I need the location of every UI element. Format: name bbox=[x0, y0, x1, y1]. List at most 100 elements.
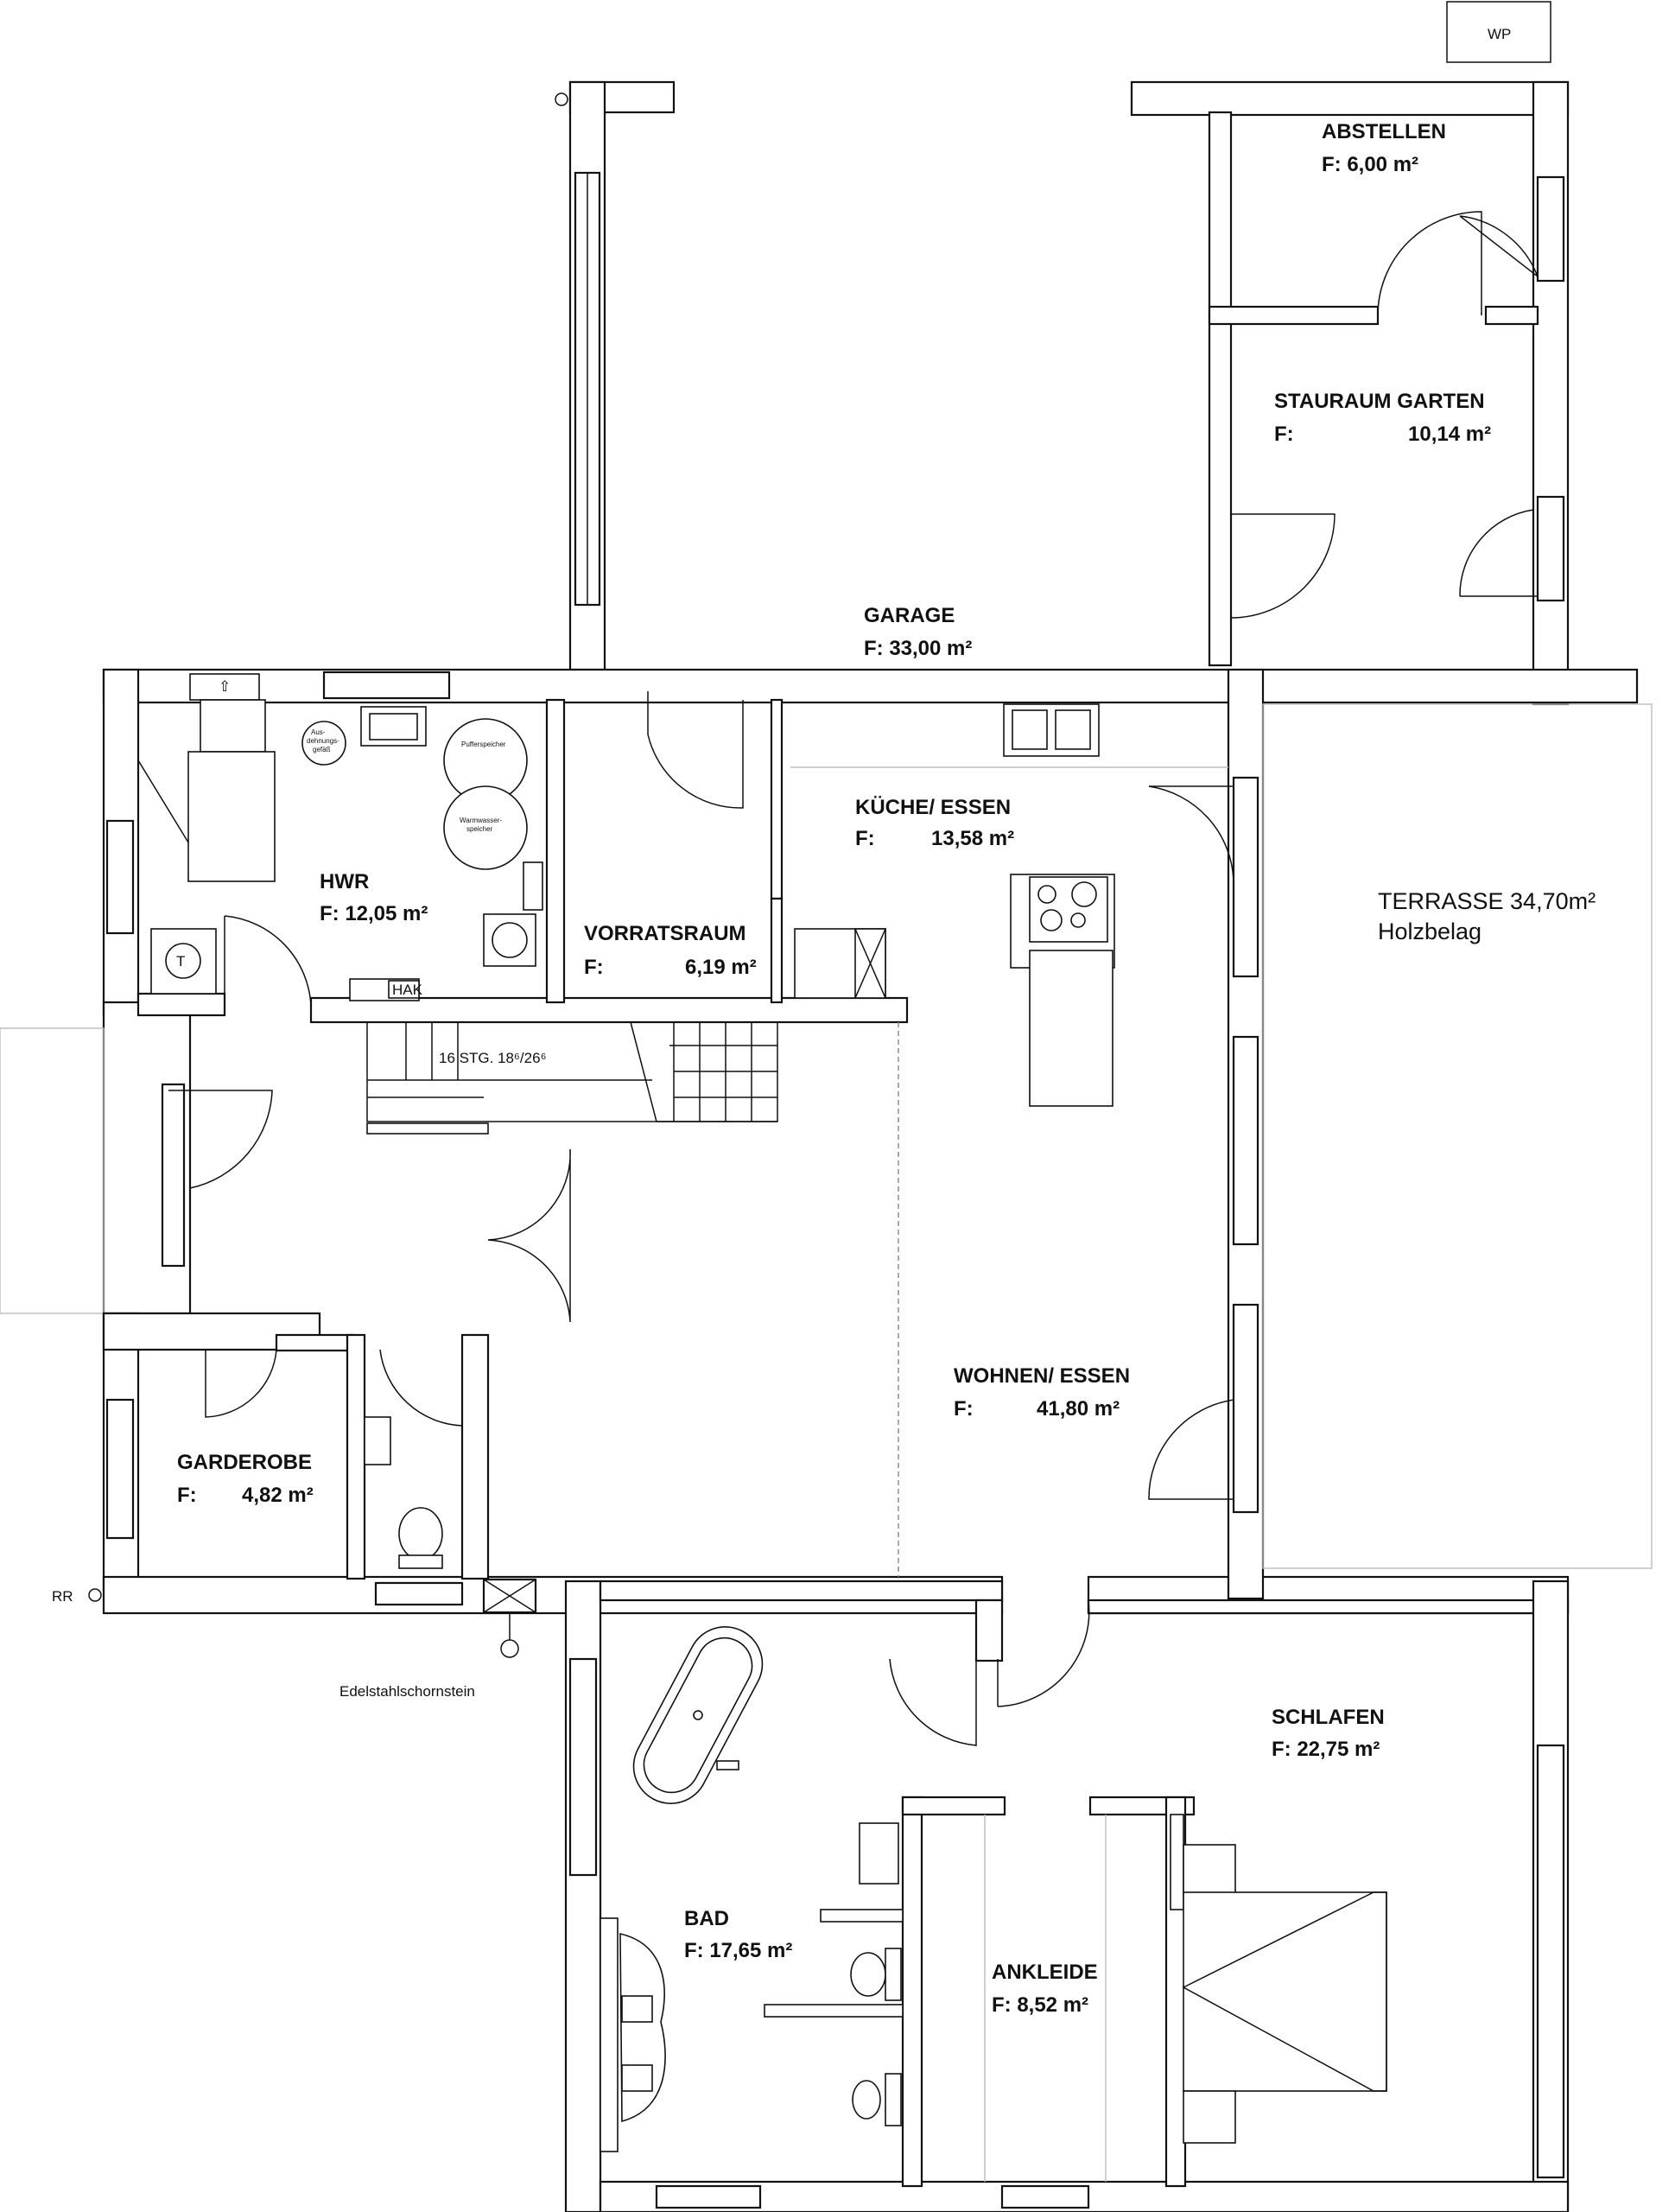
svg-text:gefäß: gefäß bbox=[313, 746, 331, 753]
window-living-east bbox=[1232, 1035, 1259, 1246]
svg-text:F: 33,00 m²: F: 33,00 m² bbox=[864, 637, 972, 660]
svg-text:Pufferspeicher: Pufferspeicher bbox=[461, 741, 506, 748]
door-bath[interactable] bbox=[889, 1658, 977, 1746]
door-stauraum-outer[interactable] bbox=[1459, 509, 1538, 597]
window-bath-west bbox=[568, 1657, 598, 1877]
heat-pump-box bbox=[1446, 1, 1551, 63]
svg-text:F:: F: bbox=[1274, 423, 1294, 446]
bath-shelf bbox=[820, 1909, 904, 1923]
wall-schlafen-north bbox=[1087, 1599, 1570, 1615]
svg-text:BAD: BAD bbox=[684, 1907, 729, 1930]
window-schlafen bbox=[1536, 1744, 1565, 2179]
front-door[interactable] bbox=[168, 1090, 273, 1189]
svg-text:Aus-: Aus- bbox=[311, 728, 326, 736]
nightstand-bottom bbox=[1183, 2090, 1236, 2144]
wall-vorrat-kitchen-lower bbox=[770, 897, 784, 1004]
svg-text:⇧: ⇧ bbox=[219, 678, 231, 695]
wall-storage-right bbox=[1532, 80, 1570, 706]
svg-text:speicher: speicher bbox=[466, 825, 493, 833]
svg-text:HWR: HWR bbox=[320, 870, 369, 893]
svg-text:TERRASSE 34,70m²: TERRASSE 34,70m² bbox=[1378, 888, 1596, 914]
hot-water-tank bbox=[443, 785, 528, 870]
terrace-label: TERRASSE 34,70m² Holzbelag bbox=[1378, 888, 1596, 944]
room-stauraum-garten: STAURAUM GARTEN F: 10,14 m² bbox=[1274, 390, 1491, 446]
svg-text:SCHLAFEN: SCHLAFEN bbox=[1272, 1706, 1385, 1729]
chimney-label: Edelstahlschornstein bbox=[339, 1683, 475, 1700]
svg-text:ANKLEIDE: ANKLEIDE bbox=[992, 1961, 1098, 1984]
window-garderobe bbox=[105, 1398, 135, 1540]
wall-wc-north bbox=[275, 1333, 356, 1352]
wall-storage-left bbox=[1208, 111, 1233, 667]
svg-text:F:: F: bbox=[584, 956, 604, 979]
svg-text:Warmwasser-: Warmwasser- bbox=[460, 817, 502, 824]
svg-text:KÜCHE/ ESSEN: KÜCHE/ ESSEN bbox=[855, 796, 1011, 819]
svg-text:F:: F: bbox=[855, 827, 875, 850]
door-abstellen-outer[interactable] bbox=[1459, 215, 1539, 277]
svg-text:GARAGE: GARAGE bbox=[864, 604, 955, 627]
door-garderobe[interactable] bbox=[205, 1349, 277, 1418]
wall-storage-divider-right bbox=[1484, 305, 1539, 326]
ventilation-duct bbox=[200, 699, 266, 753]
toilet bbox=[398, 1507, 443, 1560]
room-garage: GARAGE F: 33,00 m² bbox=[864, 604, 972, 660]
window-hwr-north bbox=[322, 671, 451, 700]
door-vorratsraum[interactable] bbox=[647, 691, 744, 809]
svg-text:13,58 m²: 13,58 m² bbox=[931, 827, 1014, 850]
door-stauraum[interactable] bbox=[1230, 513, 1336, 619]
door-wc[interactable] bbox=[379, 1349, 463, 1427]
wall-wc-east bbox=[460, 1333, 490, 1580]
bidet bbox=[852, 2080, 881, 2120]
double-vanity bbox=[619, 1932, 666, 2123]
chimney-pipe bbox=[500, 1639, 519, 1658]
door-kitchen-terrace[interactable] bbox=[1148, 785, 1234, 882]
window-kitchen-east bbox=[1232, 776, 1259, 978]
hak-label: HAK bbox=[392, 982, 423, 998]
wall-storage-top bbox=[1130, 80, 1570, 117]
wall-hwr-south-west bbox=[136, 992, 226, 1017]
wall-vorrat-kitchen bbox=[770, 698, 784, 900]
svg-text:F: 17,65 m²: F: 17,65 m² bbox=[684, 1939, 792, 1962]
svg-text:VORRATSRAUM: VORRATSRAUM bbox=[584, 922, 746, 945]
room-ankleide: ANKLEIDE F: 8,52 m² bbox=[992, 1961, 1098, 2017]
stairs-label: 16 STG. 18⁶/26⁶ bbox=[439, 1050, 547, 1066]
svg-text:T: T bbox=[176, 953, 185, 969]
door-abstellen[interactable] bbox=[1377, 211, 1482, 316]
svg-text:41,80 m²: 41,80 m² bbox=[1037, 1397, 1120, 1421]
window-hwr-west bbox=[105, 819, 135, 935]
window-bath-south bbox=[655, 2184, 762, 2209]
wall-bath-north bbox=[599, 1580, 1004, 1602]
door-hwr[interactable] bbox=[224, 915, 312, 1007]
svg-text:F:: F: bbox=[954, 1397, 974, 1421]
window-ankleide-south bbox=[1000, 2184, 1090, 2209]
svg-text:ABSTELLEN: ABSTELLEN bbox=[1322, 120, 1446, 143]
room-wohnen-essen: WOHNEN/ ESSEN F: 41,80 m² bbox=[954, 1364, 1130, 1421]
bath-toilet bbox=[850, 1952, 886, 1997]
door-living-terrace[interactable] bbox=[1148, 1399, 1234, 1500]
room-schlafen: SCHLAFEN F: 22,75 m² bbox=[1272, 1706, 1385, 1761]
wall-storage-divider-left bbox=[1208, 305, 1380, 326]
window-garderobe-south bbox=[374, 1581, 464, 1606]
svg-text:4,82 m²: 4,82 m² bbox=[242, 1484, 314, 1507]
nightstand-top bbox=[1183, 1844, 1236, 1897]
expansion-vessel bbox=[301, 721, 346, 766]
door-schlafen[interactable] bbox=[997, 1599, 1090, 1707]
window-living-east-2 bbox=[1232, 1303, 1259, 1514]
wall-ankleide-west bbox=[901, 1796, 923, 2188]
svg-text:GARDEROBE: GARDEROBE bbox=[177, 1451, 312, 1474]
double-door-living[interactable] bbox=[487, 1148, 571, 1323]
wall-ankleide-north-left bbox=[901, 1796, 1006, 1816]
rainwater-downpipe-label: RR bbox=[52, 1588, 73, 1605]
svg-text:10,14 m²: 10,14 m² bbox=[1408, 423, 1491, 446]
stair-treads bbox=[366, 1021, 777, 1135]
room-kueche-essen: KÜCHE/ ESSEN F: 13,58 m² bbox=[855, 796, 1014, 850]
window-abstellen bbox=[1536, 175, 1565, 283]
svg-text:WOHNEN/ ESSEN: WOHNEN/ ESSEN bbox=[954, 1364, 1130, 1388]
svg-text:6,19 m²: 6,19 m² bbox=[685, 956, 757, 979]
entry-canopy bbox=[0, 1027, 105, 1314]
downpipe-rr bbox=[88, 1588, 102, 1602]
svg-text:F: 12,05 m²: F: 12,05 m² bbox=[320, 902, 428, 925]
bathtub bbox=[632, 1626, 764, 1804]
terrace-outline bbox=[1262, 703, 1653, 1569]
wall-garderobe-wc bbox=[346, 1333, 366, 1580]
wc-sink bbox=[364, 1416, 391, 1465]
